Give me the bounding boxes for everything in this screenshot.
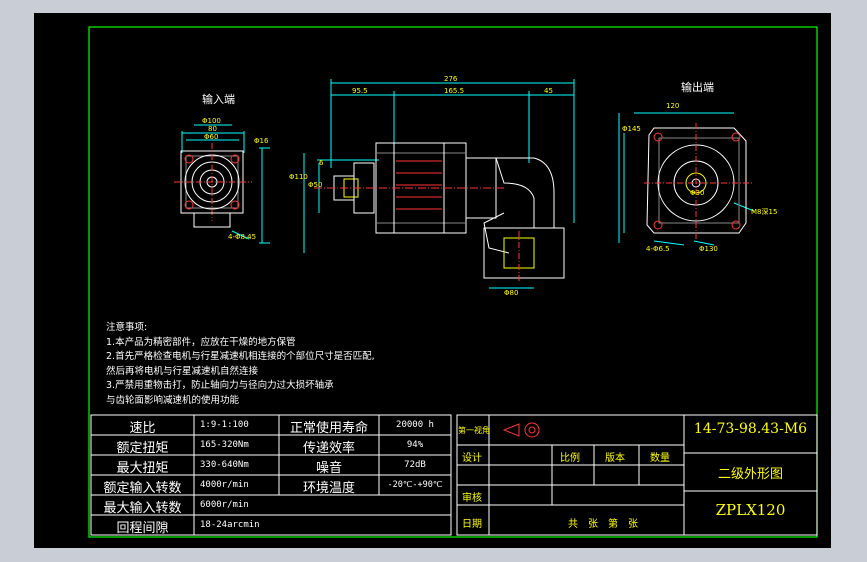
date-label: 日期 (462, 519, 482, 530)
spec-value: 1:9-1:100 (200, 420, 249, 430)
spec-value: 330-640Nm (200, 460, 249, 470)
drawing-canvas: 输入端 输出端 276 95.5 165.5 45 Φ100 80 Φ60 Φ1… (34, 13, 831, 548)
spec-table-lines (90, 414, 452, 536)
dim-mid-span: 165.5 (444, 87, 465, 95)
dim-left: Φ110 (289, 173, 308, 181)
note-line: 然后再将电机与行星减速机自然连接 (106, 365, 259, 377)
dim-output-pilot: Φ130 (699, 245, 718, 253)
dim-output-hole: Φ30 (690, 189, 705, 197)
spec-value-2: 72dB (404, 460, 426, 470)
projection-label: 第一视角 (458, 426, 490, 435)
spec-label: 回程间隙 (116, 521, 169, 536)
spec-label: 最大扭矩 (116, 461, 169, 476)
spec-value: 165-320Nm (200, 440, 249, 450)
spec-label: 额定扭矩 (116, 441, 169, 456)
approve-label: 审核 (462, 493, 482, 504)
notes-title: 注意事项: (106, 322, 148, 333)
note-line: 与齿轮面影响减速机的使用功能 (106, 394, 240, 406)
dim-right-span: 45 (544, 87, 553, 95)
dim-output-holes: 4-Φ6.5 (646, 245, 670, 253)
cad-drawing (88, 26, 818, 538)
model-number: ZPLX120 (715, 501, 786, 519)
spec-value: 18-24arcmin (200, 520, 260, 530)
version-label: 版本 (605, 453, 625, 464)
sheets-text: 共 张 第 张 (568, 519, 638, 530)
spec-value: 6000r/min (200, 500, 249, 510)
spec-label-2: 噪音 (315, 461, 342, 476)
dim-output-thread: M8深15 (751, 208, 778, 216)
dim-overall-length: 276 (444, 75, 458, 83)
dim-output-flange: Φ145 (622, 125, 641, 133)
spec-label: 最大输入转数 (103, 501, 182, 516)
output-end-label: 输出端 (681, 81, 714, 94)
design-label: 设计 (462, 453, 482, 464)
input-end-label: 输入端 (202, 93, 235, 106)
spec-label: 速比 (129, 421, 156, 436)
spec-value-2: 20000 h (396, 420, 434, 430)
scale-label: 比例 (560, 453, 580, 464)
spec-value: 4000r/min (200, 480, 249, 490)
input-end-view (174, 124, 270, 244)
spec-label: 额定输入转数 (103, 481, 182, 496)
dim-output-center: 120 (666, 102, 680, 110)
dim-small: 6 (319, 159, 324, 167)
dim-base: Φ80 (504, 289, 519, 297)
dim-left-2: Φ50 (308, 181, 323, 189)
spec-label-2: 传递效率 (302, 441, 355, 456)
note-line: 3.严禁用重物击打，防止轴向力与径向力过大损坏轴承 (106, 380, 334, 391)
note-line: 2.首先严格检查电机与行星减速机相连接的个部位尺寸是否匹配, (106, 351, 375, 362)
drawing-title: 二级外形图 (717, 467, 783, 482)
side-view (303, 79, 575, 289)
drawing-frame (88, 26, 818, 538)
dim-left-span: 95.5 (352, 87, 368, 95)
spec-label-2: 环境温度 (302, 481, 355, 496)
output-end-view (618, 112, 755, 246)
note-line: 1.本产品为精密部件，应放在干燥的地方保管 (106, 336, 296, 348)
dim-input-width: 80 (208, 125, 217, 133)
projection-symbol-icon (502, 422, 540, 438)
dim-input-holes: 4-Φ8.45 (228, 233, 257, 241)
spec-value-2: 94% (406, 440, 424, 450)
dim-input-inner: Φ60 (204, 133, 219, 141)
dim-input-bolt-circle: Φ100 (202, 117, 221, 125)
spec-label-2: 正常使用寿命 (289, 421, 368, 436)
dim-input-bore: Φ16 (254, 137, 269, 145)
title-block-lines (456, 414, 818, 536)
quantity-label: 数量 (650, 453, 670, 464)
spec-value-2: -20℃-+90℃ (387, 480, 443, 490)
notes-block: 注意事项: 1.本产品为精密部件，应放在干燥的地方保管 2.首先严格检查电机与行… (106, 321, 375, 408)
drawing-number: 14-73-98.43-M6 (693, 421, 808, 437)
